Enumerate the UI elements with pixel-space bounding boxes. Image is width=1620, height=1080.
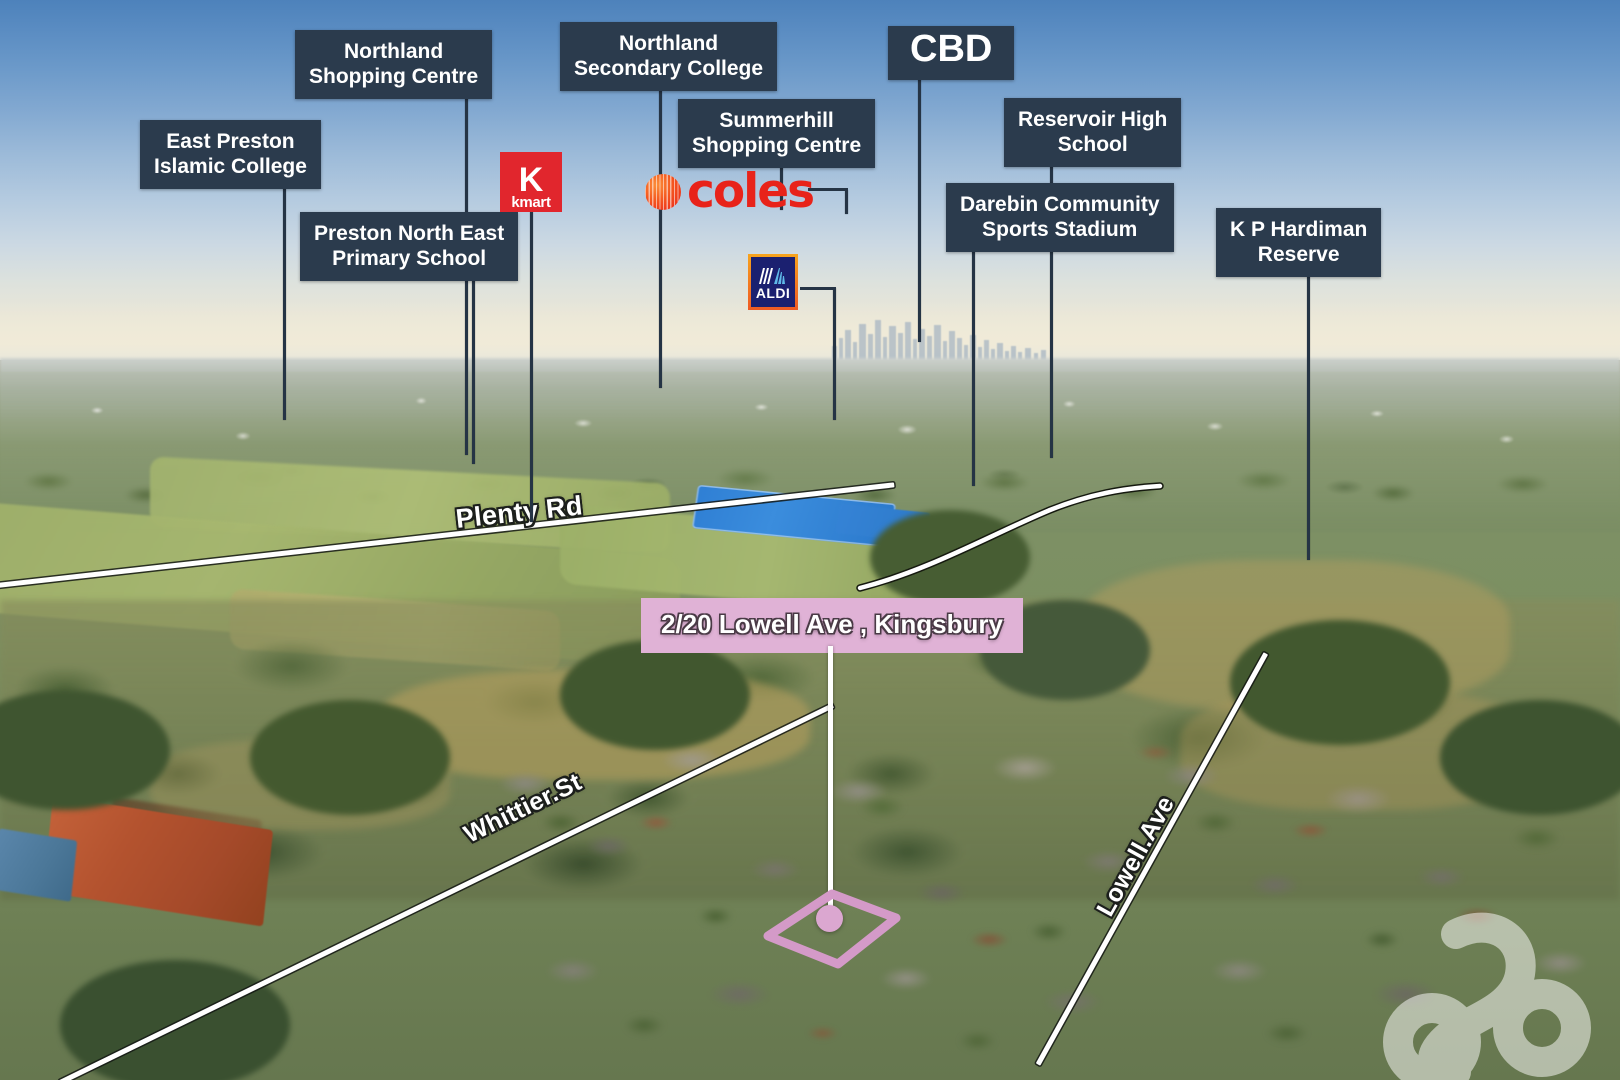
property-boundary-outline[interactable] [744,874,924,978]
foreground-tree-4 [560,640,750,750]
leader-reservoir-high-school [1050,158,1053,458]
poi-darebin-community-sports[interactable]: Darebin Community Sports Stadium [946,183,1174,253]
leader-aldi [833,288,836,420]
leader-kmart [530,212,533,522]
poi-cbd[interactable]: CBD [888,26,1015,80]
poi-preston-north-east-primary[interactable]: Preston North East Primary School [300,212,519,282]
leader-summerhill-shopping-centre [780,166,783,210]
kmart-wordmark: kmart [511,194,551,211]
coles-logo[interactable]: coles [645,164,815,219]
leader-coles [845,190,848,214]
foreground-tree-1 [0,690,170,810]
leader-summerhill-to-coles [808,188,848,191]
property-address-label[interactable]: 2/20 Lowell Ave , Kingsbury [641,598,1023,653]
coles-wordmark: coles [687,164,815,219]
poi-reservoir-high-school[interactable]: Reservoir High School [1004,98,1182,168]
hard-tennis-courts [0,828,78,902]
leader-preston-north-east-primary [472,270,475,464]
foreground-tree-3 [250,700,450,815]
property-marker-pole [828,646,833,914]
foreground-tree-7 [1440,700,1620,815]
coles-dot-icon [645,173,681,210]
leader-aldi-stub [800,287,836,290]
poi-northland-secondary-college[interactable]: Northland Secondary College [560,22,778,92]
leader-cbd [918,76,921,342]
aldi-logo[interactable]: ALDI [748,254,798,310]
foreground-tree-6 [1230,620,1450,745]
poi-kp-hardiman-reserve[interactable]: K P Hardiman Reserve [1216,208,1382,278]
poi-northland-shopping-centre[interactable]: Northland Shopping Centre [295,30,493,100]
leader-kp-hardiman-reserve [1307,268,1310,560]
aldi-wordmark: ALDI [755,284,791,301]
property-marker-dot [816,905,843,932]
aldi-stripes-icon [759,267,785,284]
leader-east-preston-islamic-college [283,180,286,420]
poi-summerhill-shopping-centre[interactable]: Summerhill Shopping Centre [678,99,876,169]
kmart-letter-icon: K [518,161,544,200]
kmart-logo[interactable]: K kmart [500,152,562,212]
road-plenty-rd-curve [856,482,1164,592]
poi-east-preston-islamic-college[interactable]: East Preston Islamic College [140,120,321,190]
leader-darebin-community-sports [972,241,975,486]
leader-northland-secondary-college [659,88,662,388]
